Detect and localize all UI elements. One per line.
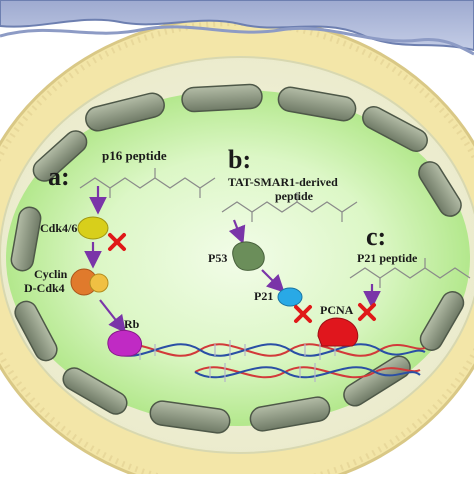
label-panel-b: b: bbox=[228, 145, 251, 174]
label-p53: P53 bbox=[208, 251, 227, 265]
cyclin-d-cdk4-complex bbox=[70, 268, 109, 296]
pore-segment bbox=[32, 130, 88, 182]
p53-protein bbox=[232, 241, 265, 271]
label-cyclin-1: Cyclin bbox=[34, 267, 68, 281]
top-membrane bbox=[0, 0, 474, 52]
label-cdk46: Cdk4/6 bbox=[40, 221, 77, 235]
membrane-wave bbox=[0, 25, 474, 56]
cdk46-protein bbox=[77, 216, 109, 240]
pore-segment bbox=[419, 291, 465, 351]
arrow-cyclin-to-rb bbox=[99, 299, 127, 334]
pore-segment bbox=[181, 83, 263, 113]
pore-segment bbox=[85, 92, 165, 132]
label-tat-smar1-2: peptide bbox=[275, 189, 314, 203]
p21-protein bbox=[277, 287, 303, 307]
pore-segment bbox=[277, 86, 357, 122]
pore-segment bbox=[14, 300, 58, 362]
pore-segment bbox=[62, 367, 128, 415]
pcna-protein bbox=[317, 317, 359, 347]
pathway-arrows bbox=[84, 186, 381, 334]
label-cyclin-2: D-Cdk4 bbox=[24, 281, 65, 295]
pore-segment bbox=[249, 396, 331, 432]
inhibition-x-cdk46 bbox=[108, 233, 126, 251]
arrow-p53-to-p21 bbox=[261, 269, 285, 293]
inhibition-x-pcna bbox=[358, 303, 376, 321]
p16-peptide-structure bbox=[79, 168, 216, 198]
tat-smar1-peptide-structure bbox=[221, 192, 358, 222]
arrow-tat-to-p53 bbox=[228, 219, 246, 245]
label-p21: P21 bbox=[254, 289, 273, 303]
dna-helix-lower bbox=[194, 363, 421, 382]
p21-peptide-structure bbox=[349, 258, 471, 288]
label-panel-a: a: bbox=[48, 162, 70, 191]
label-rb: Rb bbox=[124, 317, 140, 331]
label-tat-smar1-1: TAT-SMAR1-derived bbox=[228, 175, 338, 189]
pore-segment bbox=[362, 105, 428, 153]
label-p16-peptide: p16 peptide bbox=[102, 148, 167, 163]
pore-segment bbox=[418, 161, 462, 217]
nuclear-envelope bbox=[10, 83, 465, 434]
pore-segment bbox=[149, 400, 231, 434]
inhibition-x-p21 bbox=[294, 305, 312, 323]
label-p21-peptide: P21 peptide bbox=[357, 251, 418, 265]
label-panel-c: c: bbox=[366, 222, 386, 251]
label-pcna: PCNA bbox=[320, 303, 354, 317]
rb-protein bbox=[107, 330, 143, 357]
pore-segment bbox=[10, 206, 42, 272]
